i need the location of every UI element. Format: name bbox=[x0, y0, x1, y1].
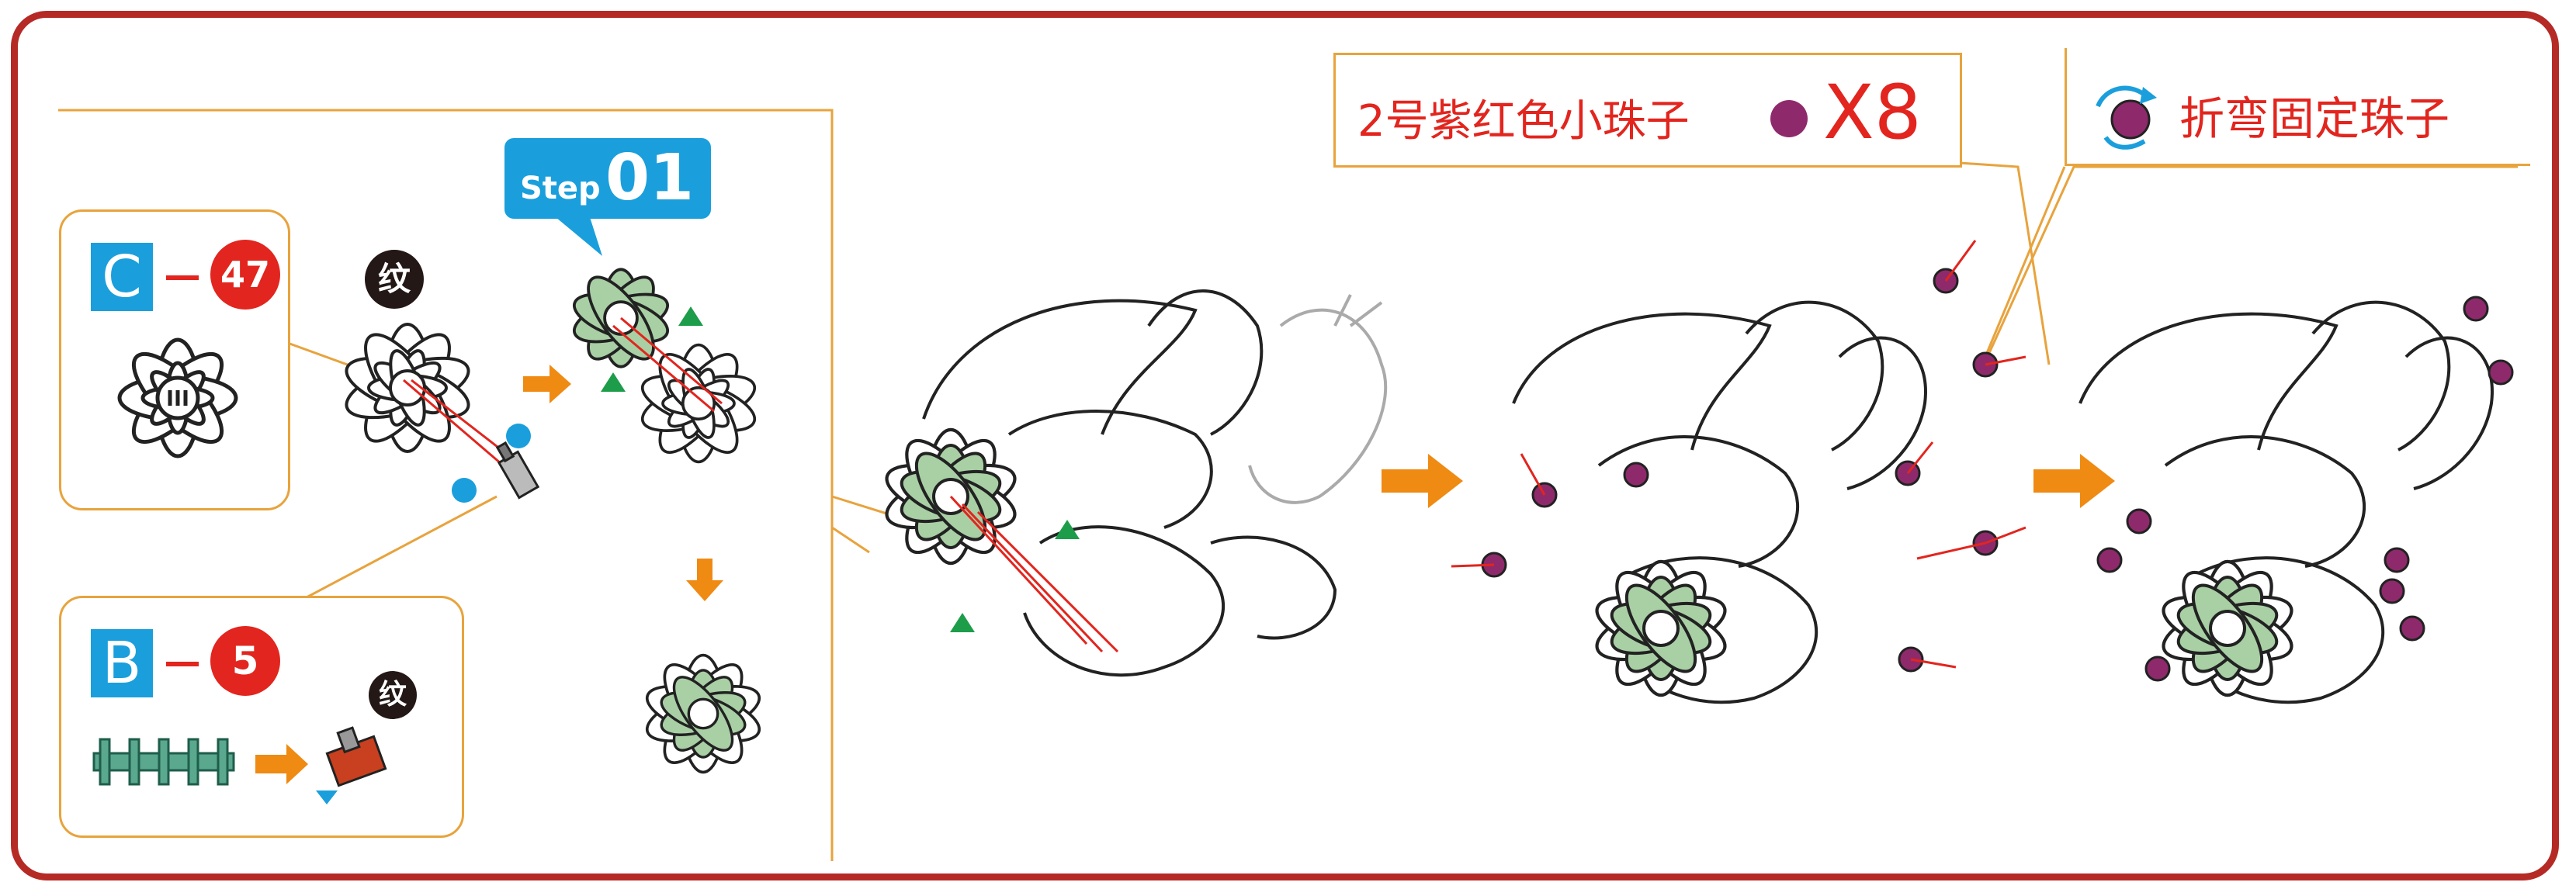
wen-badge-2: 纹 bbox=[369, 671, 417, 719]
arrow-right-icon bbox=[255, 744, 308, 784]
step-badge: Step 01 bbox=[504, 138, 711, 219]
callout-beads-text: 2号紫红色小珠子 bbox=[1357, 96, 1690, 147]
callout-beads: 2号紫红色小珠子 X8 bbox=[1333, 53, 1962, 168]
wen-badge-1: 纹 bbox=[365, 250, 424, 309]
callout-bend-text: 折弯固定珠子 bbox=[2179, 92, 2450, 145]
bead-icon bbox=[1481, 268, 1999, 673]
callout-beads-multiplier: X8 bbox=[1823, 69, 1922, 156]
part-dash bbox=[166, 662, 199, 666]
step-number: 01 bbox=[605, 141, 695, 215]
panel-part-b: B 5 纹 bbox=[59, 596, 464, 838]
rivet-tool-icon bbox=[316, 726, 387, 804]
part-letter-b: B bbox=[91, 629, 153, 697]
arrow-down-icon bbox=[686, 559, 723, 601]
part-number-c: 47 bbox=[210, 240, 280, 310]
panel-part-c: C 47 bbox=[59, 209, 290, 510]
flower-icon bbox=[117, 337, 238, 458]
rivet-tool-icon bbox=[495, 441, 540, 500]
part-number-b: 5 bbox=[210, 626, 280, 696]
flower-icon bbox=[338, 321, 477, 455]
butterfly-hairpin-icon bbox=[922, 289, 1337, 677]
butterfly-hairpin-icon bbox=[1248, 294, 1388, 504]
butterfly-hairpin-icon bbox=[1512, 300, 1927, 704]
part-letter-c: C bbox=[91, 243, 153, 311]
bend-bead-icon bbox=[2096, 85, 2157, 150]
part-dash bbox=[166, 275, 199, 280]
comb-strip-icon bbox=[92, 726, 387, 804]
arrow-right-icon bbox=[523, 365, 571, 403]
callout-bend: 折弯固定珠子 bbox=[2065, 48, 2530, 166]
arrow-right-icon bbox=[2033, 454, 2115, 508]
step-prefix: Step bbox=[520, 171, 601, 206]
outer-frame bbox=[11, 11, 2559, 880]
arrow-right-icon bbox=[1382, 454, 1463, 508]
bead-icon bbox=[2096, 296, 2514, 682]
bead-icon bbox=[1770, 100, 1808, 137]
